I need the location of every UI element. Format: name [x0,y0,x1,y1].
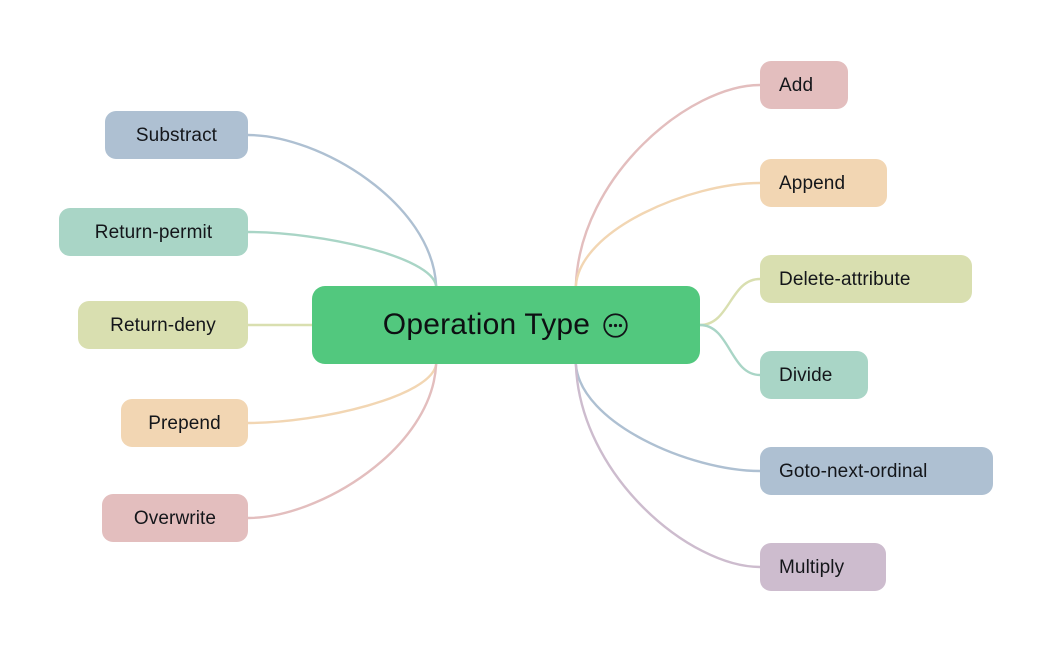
branch-node-label: Overwrite [133,507,217,529]
root-node-label: Operation Type [382,308,591,341]
connector-edge [246,362,438,425]
connector-edge [246,230,438,288]
branch-node[interactable]: Add [760,61,848,109]
connector-edge [574,362,762,569]
connector-edge [698,323,762,377]
branch-node[interactable]: Substract [105,111,248,159]
connector-edge [574,362,762,473]
branch-node-label: Return-deny [110,314,216,336]
branch-node-label: Add [779,74,814,96]
connector-edge [574,83,762,288]
branch-node-label: Substract [135,124,218,146]
branch-node-label: Goto-next-ordinal [779,460,928,482]
connector-edge [698,277,762,327]
branch-node[interactable]: Return-deny [78,301,248,349]
connector-edge [574,181,762,288]
branch-node-label: Divide [779,364,833,386]
branch-node-label: Return-permit [94,221,213,243]
root-node-operation-type[interactable]: Operation Type [312,286,700,364]
branch-node-label: Multiply [779,556,845,578]
branch-node-label: Append [779,172,846,194]
connector-edge [246,362,438,520]
branch-node-label: Delete-attribute [779,268,911,290]
branch-node[interactable]: Return-permit [59,208,248,256]
branch-node[interactable]: Delete-attribute [760,255,972,303]
branch-node[interactable]: Append [760,159,887,207]
ellipsis-circle-icon[interactable] [602,312,629,339]
branch-node-label: Prepend [148,412,221,434]
branch-node[interactable]: Overwrite [102,494,248,542]
branch-node[interactable]: Prepend [121,399,248,447]
branch-node[interactable]: Multiply [760,543,886,591]
branch-node[interactable]: Goto-next-ordinal [760,447,993,495]
connector-edge [246,133,438,288]
branch-node[interactable]: Divide [760,351,868,399]
